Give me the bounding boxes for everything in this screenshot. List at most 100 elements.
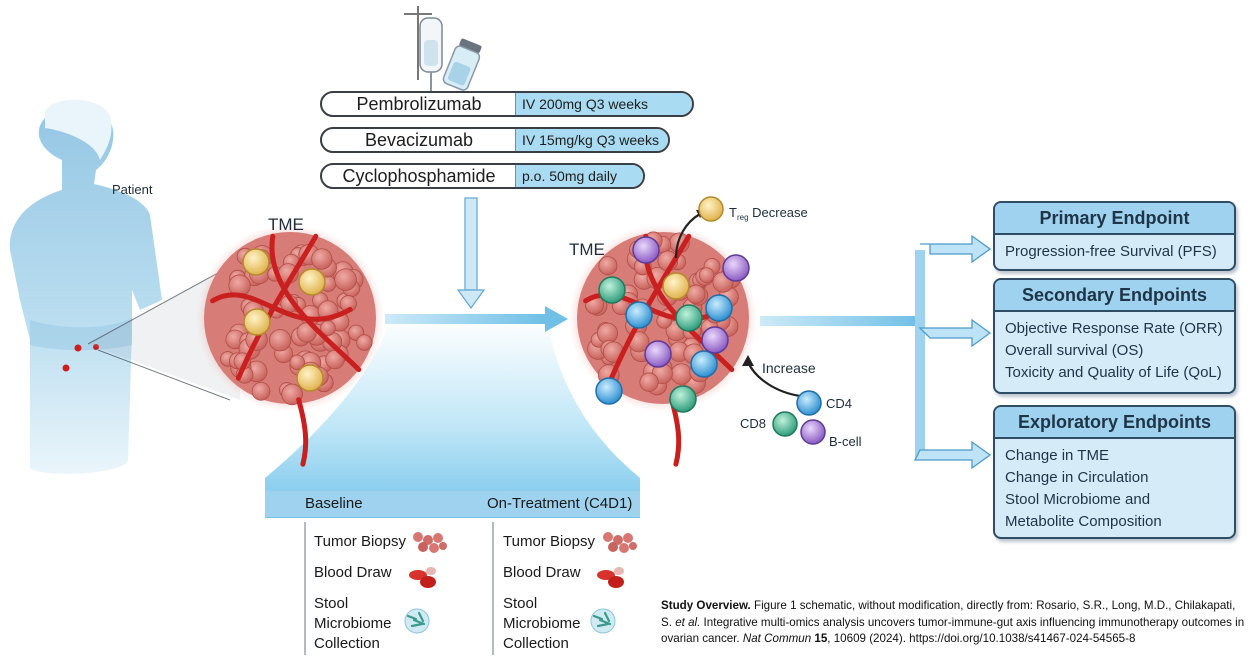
exploratory-endpoints-box: Exploratory Endpoints Change in TME Chan… [993, 405, 1236, 539]
microbiome-icon-2 [590, 608, 616, 634]
endpoint-item: Objective Response Rate (ORR) [1005, 320, 1223, 337]
on-treatment-stool-line1: Stool [503, 595, 538, 612]
tumor-cell [311, 248, 333, 270]
caption-title: Study Overview. [661, 599, 751, 612]
yellow-immune-cell [242, 248, 270, 276]
microbiome-icon [404, 608, 430, 634]
blood-draw-icon [409, 567, 436, 588]
exploratory-endpoints-title: Exploratory Endpoints [995, 407, 1234, 439]
endpoint-connector-arrows [760, 234, 992, 470]
on-treatment-stool-line2: Microbiome [503, 615, 581, 632]
vial-icon [442, 38, 482, 91]
blood-vessel [608, 233, 692, 381]
increase-arrow [742, 355, 801, 398]
drug-name: Cyclophosphamide [342, 166, 496, 186]
caption-et-al: et al. [675, 615, 701, 629]
treg-sub: reg [736, 213, 749, 222]
yellow-immune-cell [296, 364, 324, 392]
caption-text-2: Integrative multi-omics analysis uncover… [661, 615, 1245, 646]
sampling-header-bar [265, 491, 640, 517]
drug-row-pembrolizumab: Pembrolizumab IV 200mg Q3 weeks [320, 91, 694, 117]
tumor-biopsy-icon [413, 532, 447, 553]
blood-vessel [235, 233, 319, 381]
drug-dose: IV 15mg/kg Q3 weeks [515, 129, 668, 151]
baseline-stool-line2: Microbiome [314, 615, 392, 632]
drug-dose: IV 200mg Q3 weeks [515, 93, 692, 115]
endpoint-item: Metabolite Composition [1005, 513, 1162, 530]
b-cell [800, 419, 826, 445]
drug-row-cyclophosphamide: Cyclophosphamide p.o. 50mg daily [320, 163, 645, 189]
baseline-stool-line3: Collection [314, 635, 380, 652]
patient-label: Patient [112, 182, 153, 197]
treg-decrease-label: Treg Decrease [729, 205, 808, 222]
treg-after: Decrease [748, 205, 808, 220]
on-treatment-header: On-Treatment (C4D1) [487, 495, 633, 512]
tumor-cell [698, 267, 715, 283]
purple-immune-cell [644, 340, 672, 368]
tumor-baseline [196, 224, 384, 467]
down-arrow-icon [456, 197, 486, 310]
secondary-endpoints-title: Secondary Endpoints [995, 280, 1234, 312]
blue-immune-cell [690, 350, 718, 378]
secondary-endpoints-box: Secondary Endpoints Objective Response R… [993, 278, 1236, 394]
iv-bag-icon [404, 6, 443, 92]
blue-immune-cell [705, 294, 733, 322]
endpoint-item: Change in TME [1005, 447, 1109, 464]
treg-cell [698, 196, 724, 222]
right-arrow-icon [385, 306, 568, 332]
on-treatment-stool-line3: Collection [503, 635, 569, 652]
sampling-beam [265, 318, 640, 518]
blue-immune-cell [595, 377, 623, 405]
tme-label-on-treatment: TME [569, 240, 605, 259]
tumor-cell [289, 354, 305, 370]
teal-immune-cell [675, 304, 703, 332]
b-cell-label: B-cell [829, 434, 862, 449]
tumor-cell [598, 256, 618, 276]
endpoint-item: Change in Circulation [1005, 469, 1149, 486]
tumor-cell [670, 363, 693, 385]
caption-journal: Nat Commun [742, 632, 812, 645]
blood-vessel [269, 233, 362, 373]
purple-immune-cell [701, 326, 729, 354]
baseline-stool-line1: Stool [314, 595, 349, 612]
tumor-cell [251, 381, 271, 401]
teal-immune-cell [669, 385, 697, 413]
cd8-label: CD8 [740, 416, 767, 431]
baseline-header: Baseline [305, 495, 363, 512]
blood-draw-icon-2 [597, 567, 624, 588]
purple-immune-cell [722, 254, 750, 282]
drug-row-bevacizumab: Bevacizumab IV 15mg/kg Q3 weeks [320, 127, 670, 153]
on-treatment-blood-draw: Blood Draw [503, 564, 581, 581]
yellow-immune-cell [298, 268, 326, 296]
on-treatment-tumor-biopsy: Tumor Biopsy [503, 533, 595, 550]
tumor-biopsy-icon-2 [603, 532, 637, 553]
drug-name: Pembrolizumab [356, 94, 482, 114]
figure-caption: Study Overview. Figure 1 schematic, with… [661, 598, 1246, 648]
endpoint-item: Toxicity and Quality of Life (QoL) [1005, 364, 1222, 381]
tumor-cell [334, 268, 357, 291]
cd8-cell [772, 411, 798, 437]
treg-t: T [729, 205, 737, 220]
cd4-label: CD4 [826, 396, 853, 411]
teal-immune-cell [598, 276, 626, 304]
primary-endpoint-box: Primary Endpoint Progression-free Surviv… [993, 201, 1236, 271]
tumor-cell [639, 372, 659, 392]
endpoint-item: Progression-free Survival (PFS) [1005, 243, 1217, 260]
tumor-on-treatment [569, 224, 757, 467]
blood-vessel [296, 397, 309, 467]
baseline-tumor-biopsy: Tumor Biopsy [314, 533, 406, 550]
baseline-blood-draw: Blood Draw [314, 564, 392, 581]
blue-immune-cell [625, 301, 653, 329]
caption-text-1: Figure 1 schematic, without modification… [661, 599, 1236, 629]
tme-label-baseline: TME [268, 215, 304, 234]
endpoint-item: Stool Microbiome and [1005, 491, 1151, 508]
endpoint-item: Overall survival (OS) [1005, 342, 1144, 359]
yellow-immune-cell [662, 272, 690, 300]
yellow-immune-cell [243, 308, 271, 336]
caption-text-3: , 10609 (2024). https://doi.org/10.1038/… [827, 632, 1136, 645]
drug-dose: p.o. 50mg daily [515, 165, 643, 187]
tumor-cell [356, 334, 373, 351]
purple-immune-cell [632, 236, 660, 264]
